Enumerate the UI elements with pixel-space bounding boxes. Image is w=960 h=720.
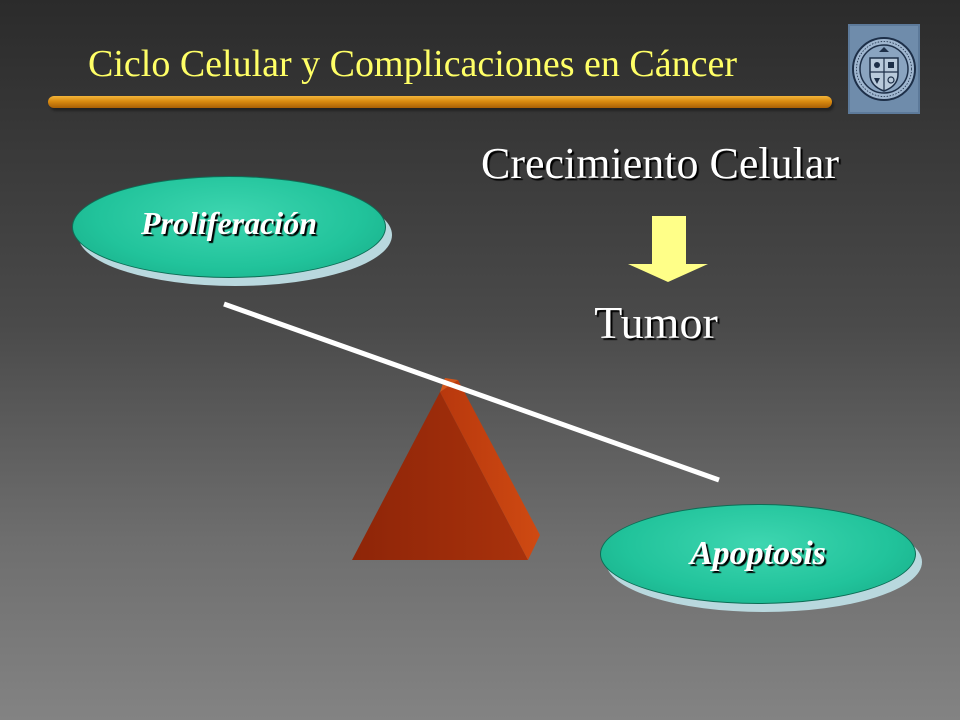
university-seal-icon [848, 24, 920, 114]
growth-heading: Crecimiento Celular [481, 139, 839, 188]
apoptosis-pan: Apoptosis [600, 504, 924, 614]
balance-beam [223, 301, 720, 483]
title-underline [48, 96, 832, 108]
slide-title: Ciclo Celular y Complicaciones en Cáncer [88, 43, 737, 85]
proliferation-label: Proliferación [141, 205, 317, 241]
proliferation-pan: Proliferación [72, 176, 394, 288]
apoptosis-label: Apoptosis [689, 535, 827, 572]
tumor-label: Tumor [594, 297, 718, 348]
down-arrow-icon [628, 216, 708, 282]
